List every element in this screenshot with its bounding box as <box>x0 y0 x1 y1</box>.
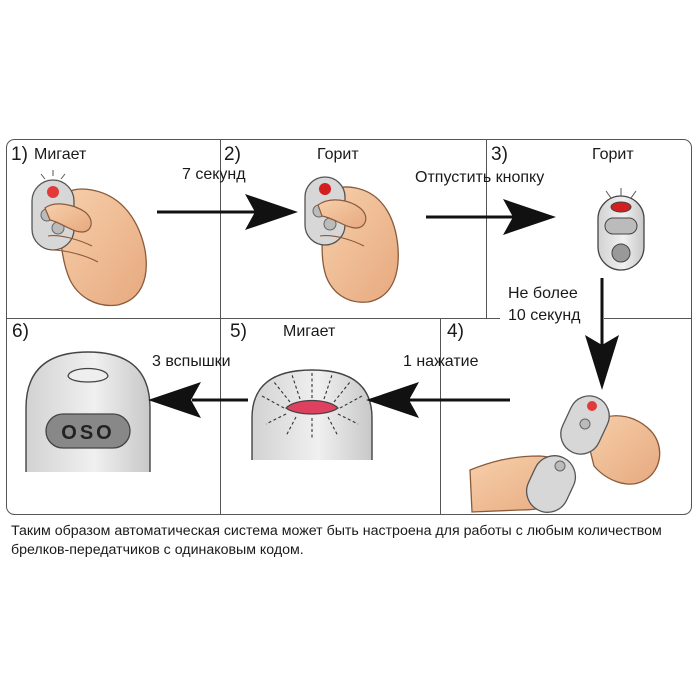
diagram-frame <box>6 139 692 515</box>
step2-hand-remote <box>304 176 399 303</box>
step3-label: Горит <box>592 146 634 163</box>
step1-number: 1) <box>11 144 28 165</box>
step4-label: 1 нажатие <box>403 353 479 370</box>
arrow-step5-to-6 <box>148 382 248 418</box>
step5-number: 5) <box>230 321 247 342</box>
arrow-step4-to-5 <box>366 382 510 418</box>
step1-label: Мигает <box>34 146 87 163</box>
arrow-step2-to-3 <box>426 199 556 235</box>
arrow-step3-to-4 <box>585 278 619 390</box>
caption-text: Таким образом автоматическая система мож… <box>11 523 662 558</box>
step2-label: Горит <box>317 146 359 163</box>
step1-hand-remote <box>31 170 147 307</box>
step4-arrow-label-line1: Не более <box>508 285 578 302</box>
step4-number: 4) <box>447 321 464 342</box>
step3-number: 3) <box>491 144 508 165</box>
step2-number: 2) <box>224 144 241 165</box>
oso-logo: OSO <box>61 422 114 444</box>
step6-remote-cap <box>25 351 151 472</box>
step4-arrow-label-line2: 10 секунд <box>508 307 581 324</box>
step5-label: Мигает <box>283 323 336 340</box>
step2-arrow-label: 7 секунд <box>182 166 246 183</box>
step6-number: 6) <box>12 321 29 342</box>
step6-label: 3 вспышки <box>152 353 231 370</box>
step3-remote <box>597 188 645 271</box>
step5-remote-cap-blinking <box>251 369 373 460</box>
arrow-step1-to-2 <box>157 194 298 230</box>
step3-arrow-label: Отпустить кнопку <box>415 169 545 186</box>
step4-two-hands-remotes <box>469 395 661 513</box>
